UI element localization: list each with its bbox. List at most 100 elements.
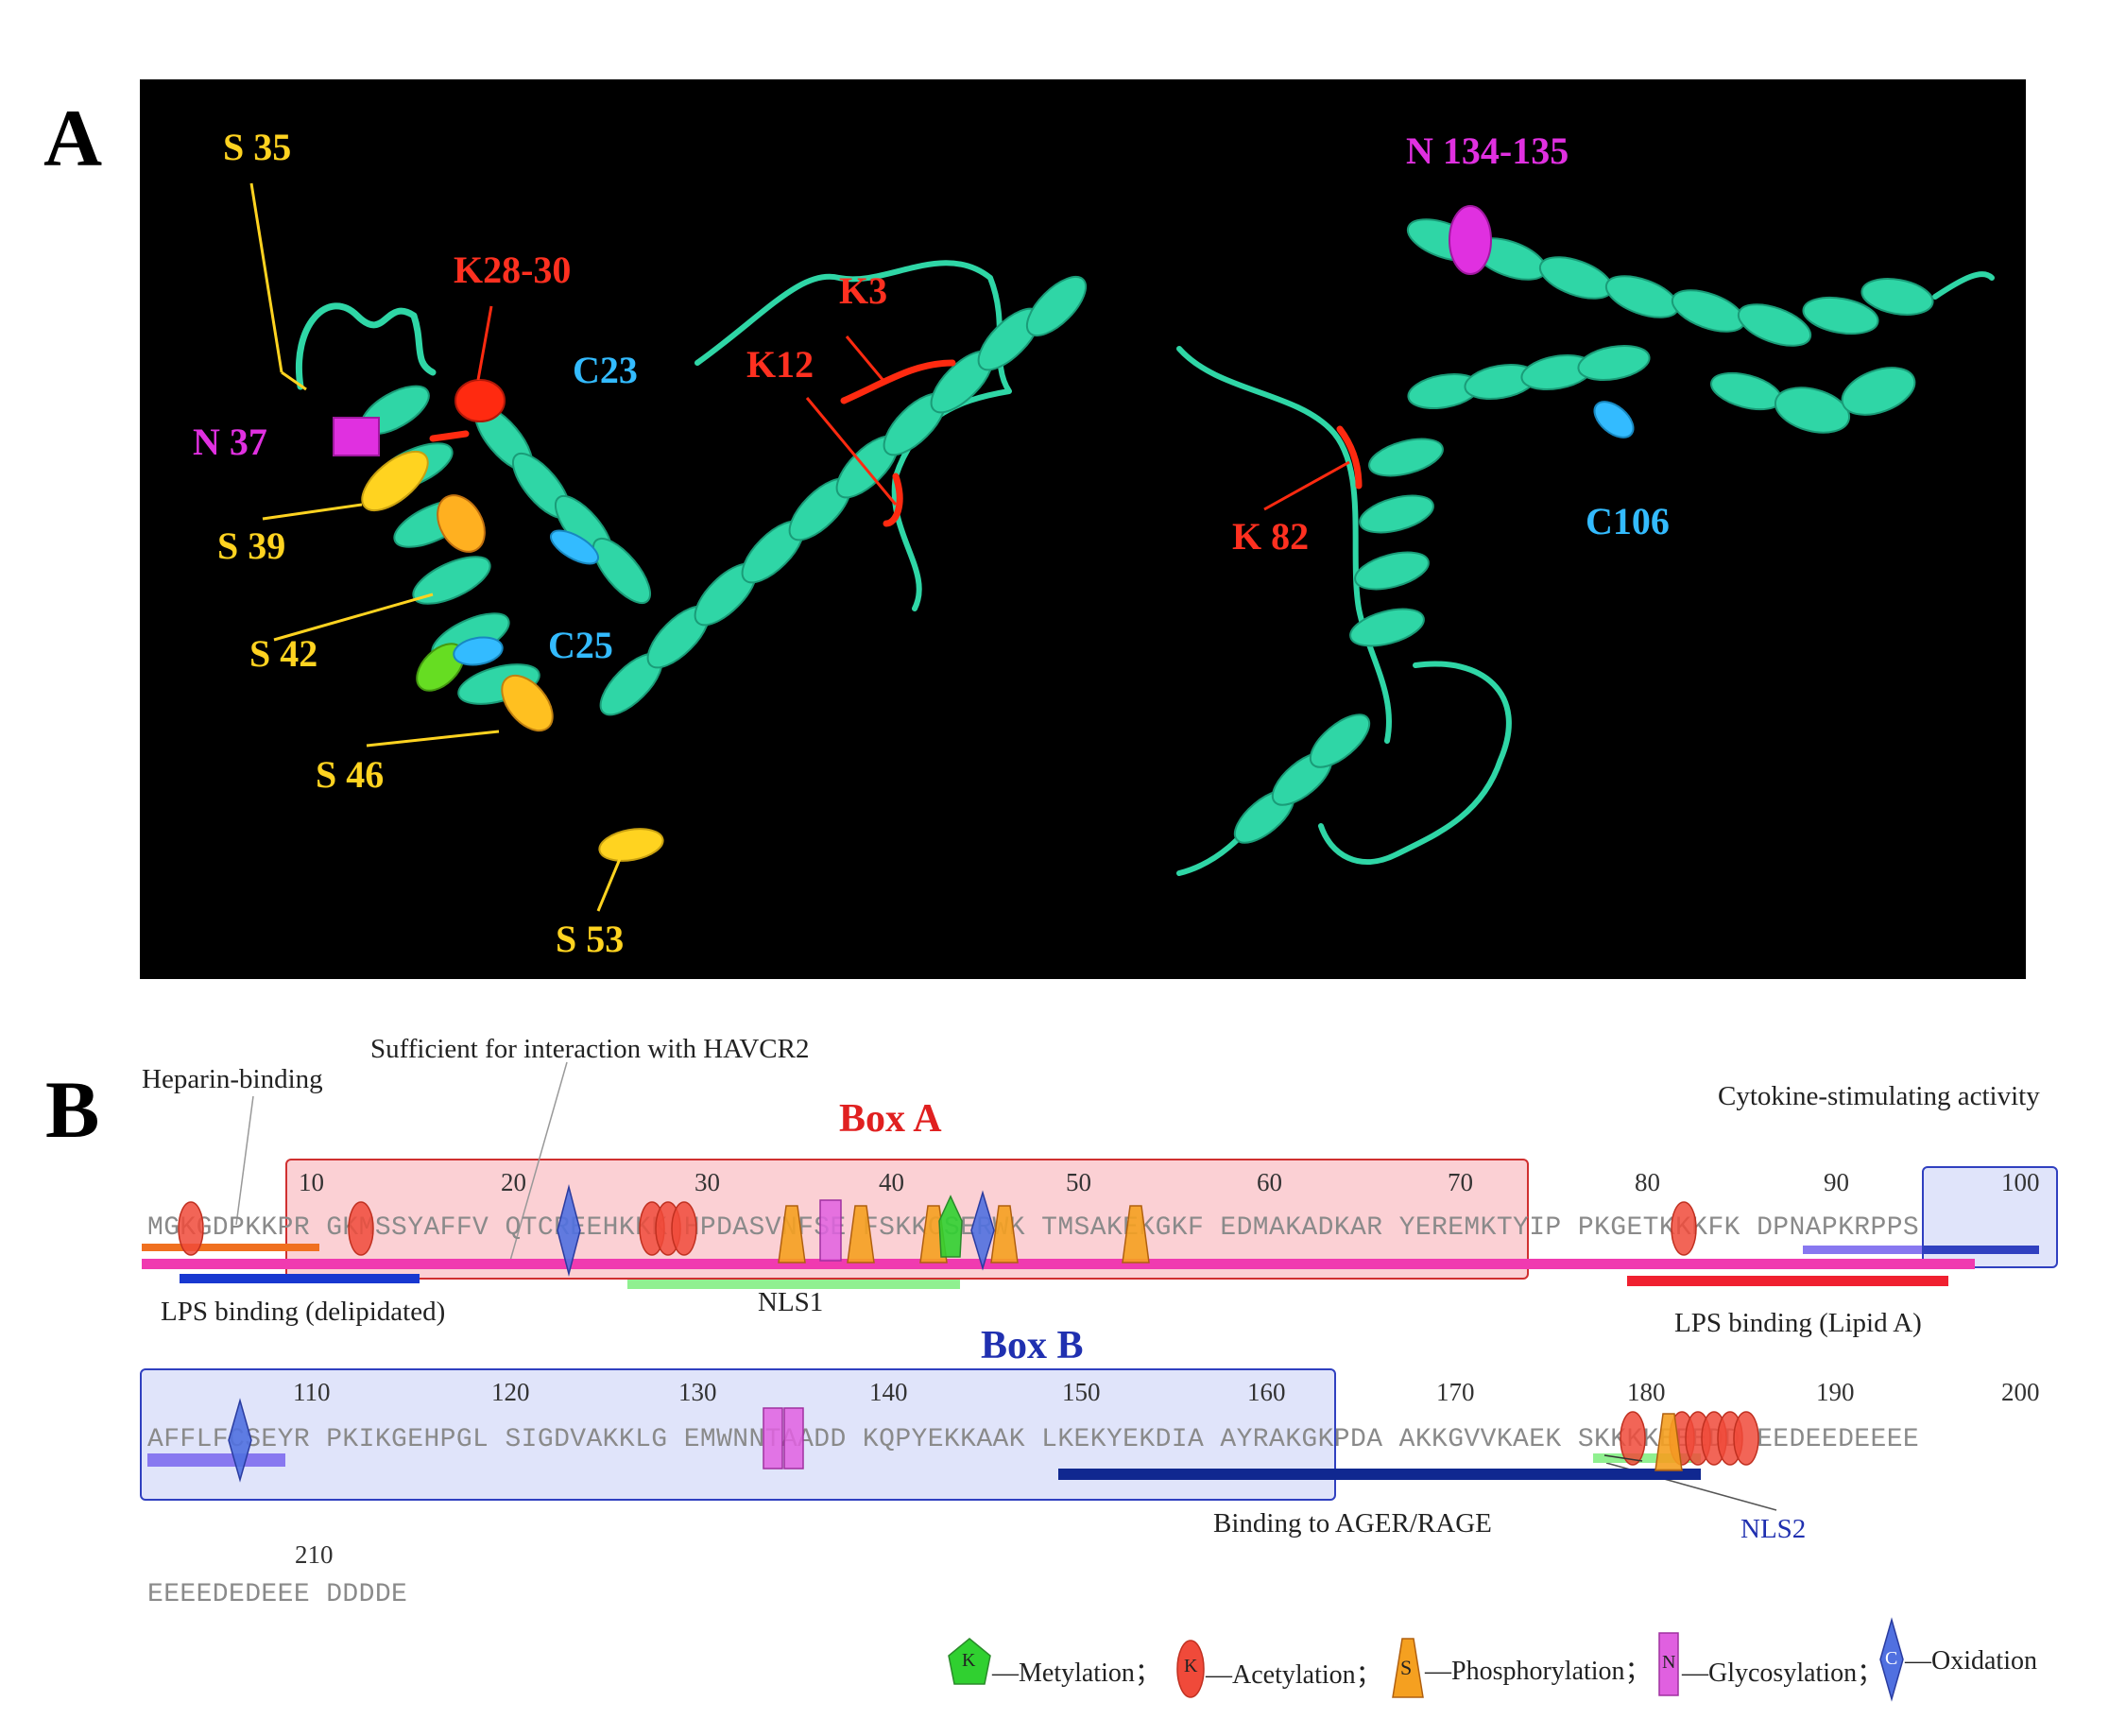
right-tail xyxy=(1932,271,1995,300)
k12-residue xyxy=(883,473,903,527)
glycosylation-legend-glyph: N xyxy=(1662,1652,1676,1673)
position-number: 120 xyxy=(491,1378,530,1406)
phosphorylation-legend-label: —Phosphorylation； xyxy=(1425,1657,1652,1686)
oxidation-marker xyxy=(970,1190,995,1271)
phosphorylation-marker xyxy=(1122,1205,1150,1263)
position-number: 140 xyxy=(869,1378,908,1406)
phosphorylation-legend-glyph: S xyxy=(1400,1656,1413,1679)
s35-label: S 35 xyxy=(223,126,292,168)
k3-leader xyxy=(845,335,886,383)
nls1-label: NLS1 xyxy=(758,1287,824,1317)
phosphorylation-marker xyxy=(778,1205,806,1263)
acetylation-marker xyxy=(348,1201,374,1256)
sequence-row-3: EEEEDEDEEE DDDDE xyxy=(147,1580,408,1609)
linker-loop xyxy=(1176,346,1392,744)
ager-rage-bar xyxy=(1058,1469,1701,1480)
s39-label: S 39 xyxy=(217,524,286,567)
nls1-bar xyxy=(627,1280,960,1289)
acetylation-legend-label: —Acetylation； xyxy=(1206,1660,1382,1690)
panel-a-letter: A xyxy=(43,93,103,183)
acetylation-marker xyxy=(1620,1411,1646,1466)
position-number: 50 xyxy=(1066,1168,1091,1196)
c106-residue xyxy=(1593,401,1635,438)
position-number: 70 xyxy=(1448,1168,1473,1196)
acetylation-marker xyxy=(671,1201,697,1256)
cytokine-bar xyxy=(1922,1246,2039,1254)
position-number: 170 xyxy=(1436,1378,1475,1406)
helix-coil xyxy=(1349,608,1425,647)
helix-coil xyxy=(1309,713,1371,768)
c25-residue xyxy=(453,636,504,666)
panel-b-letter: B xyxy=(45,1064,100,1155)
heparin-binding-label: Heparin-binding xyxy=(142,1064,323,1094)
position-number: 90 xyxy=(1824,1168,1849,1196)
acetylation-marker xyxy=(1671,1201,1697,1256)
magenta-bar xyxy=(142,1259,1975,1269)
violet-bar-row2 xyxy=(147,1453,285,1467)
position-number: 10 xyxy=(299,1168,324,1196)
phosphorylation-legend-icon xyxy=(1392,1638,1424,1698)
c23-label: C23 xyxy=(573,349,638,391)
acetylation-marker xyxy=(1733,1411,1759,1466)
s42-residue xyxy=(437,494,486,553)
n-terminal-loop xyxy=(296,302,437,390)
s46-residue xyxy=(501,674,554,732)
s53-label: S 53 xyxy=(556,918,625,960)
c106-label: C106 xyxy=(1586,500,1670,542)
cytokine-label: Cytokine-stimulating activity xyxy=(1718,1081,2040,1111)
oxidation-legend-label: —Oxidation xyxy=(1905,1646,2037,1676)
s35-leader xyxy=(281,370,307,391)
violet-bar-row1 xyxy=(1803,1246,2033,1254)
glycosylation-marker xyxy=(819,1199,842,1262)
n37-label: N 37 xyxy=(193,421,267,463)
s46-leader xyxy=(366,730,500,748)
k3-label: K3 xyxy=(839,269,888,312)
position-number: 30 xyxy=(694,1168,720,1196)
glycosylation-marker xyxy=(763,1407,783,1470)
methylation-legend-label: —Metylation； xyxy=(992,1659,1161,1688)
position-number: 150 xyxy=(1062,1378,1101,1406)
glycosylation-marker xyxy=(783,1407,804,1470)
oxidation-marker xyxy=(228,1398,252,1483)
n134-135-label: N 134-135 xyxy=(1406,129,1569,172)
acetylation-marker xyxy=(178,1201,204,1256)
position-number: 180 xyxy=(1627,1378,1666,1406)
position-number: 60 xyxy=(1257,1168,1282,1196)
oxidation-legend-glyph: C xyxy=(1885,1648,1898,1669)
protein-structure-panel: S 35 K28-30 C23 K3 K12 N 37 S 39 S 42 C2… xyxy=(140,79,2026,979)
oxidation-legend-icon xyxy=(1879,1617,1904,1702)
phosphorylation-marker xyxy=(847,1205,875,1263)
methylation-marker xyxy=(938,1195,963,1258)
box-a-title: Box A xyxy=(839,1097,942,1141)
helix-coil xyxy=(592,538,651,604)
helix-coil xyxy=(1841,367,1916,416)
helix-coil xyxy=(1577,345,1651,381)
k28-30-label: K28-30 xyxy=(454,249,572,291)
helix-coil xyxy=(412,556,491,605)
n134-135-residue xyxy=(1449,205,1492,275)
phosphorylation-marker xyxy=(990,1205,1019,1263)
position-number: 160 xyxy=(1247,1378,1286,1406)
helix-coil xyxy=(1774,387,1851,434)
ager-rage-label: Binding to AGER/RAGE xyxy=(1213,1508,1492,1538)
s39-residue xyxy=(361,450,429,512)
n37-residue xyxy=(333,417,380,456)
helix-coil xyxy=(1737,303,1812,347)
s39-leader xyxy=(262,503,363,521)
k82-leader xyxy=(1263,460,1350,511)
phosphorylation-marker xyxy=(1655,1413,1683,1471)
helix-coil xyxy=(1359,494,1434,534)
lps-delipidated-label: LPS binding (delipidated) xyxy=(161,1297,446,1327)
s42-leader xyxy=(273,593,434,642)
s53-leader xyxy=(596,853,624,912)
acetylation-legend-icon xyxy=(1176,1640,1205,1698)
havcr2-label: Sufficient for interaction with HAVCR2 xyxy=(370,1034,810,1064)
helix-coil xyxy=(1860,278,1934,316)
position-number: 20 xyxy=(501,1168,526,1196)
methylation-legend-icon xyxy=(948,1638,991,1685)
position-number: 40 xyxy=(879,1168,904,1196)
lps-lipid-a-bar xyxy=(1627,1276,1948,1286)
glycosylation-legend-label: —Glycosylation； xyxy=(1682,1659,1884,1688)
